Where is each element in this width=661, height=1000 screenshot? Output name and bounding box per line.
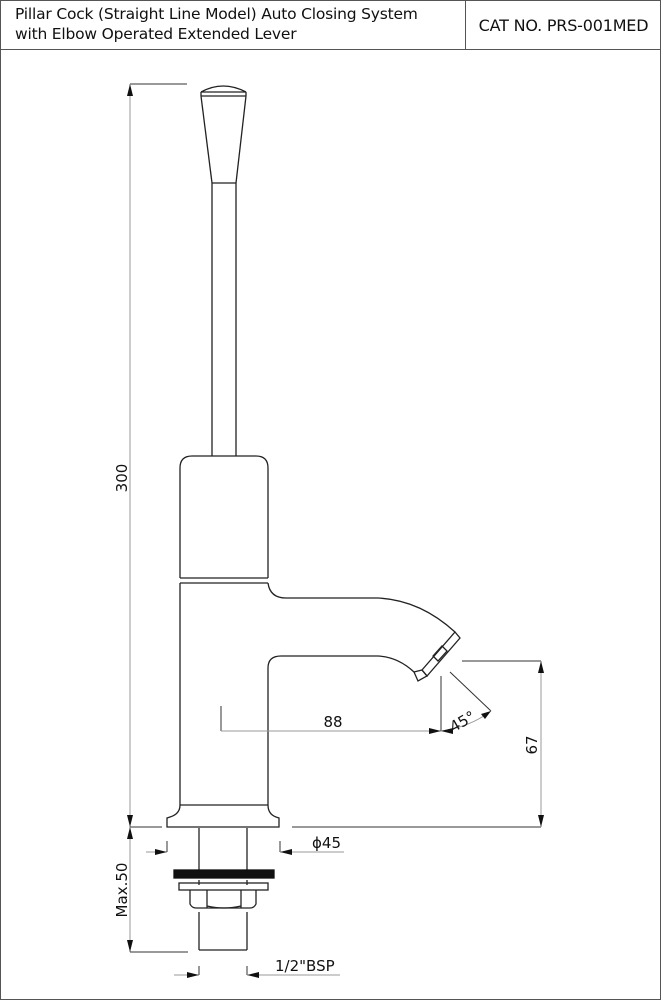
dim-base-diameter: ϕ45 <box>312 834 341 852</box>
lever-rod <box>211 183 237 456</box>
catalog-number: CAT NO. PRS-001MED <box>478 15 649 35</box>
title-line-2: with Elbow Operated Extended Lever <box>15 25 297 43</box>
shank <box>198 828 248 951</box>
dimension-arrows <box>127 84 544 978</box>
faucet-body <box>166 455 461 828</box>
dim-spout-reach: 88 <box>323 713 342 731</box>
title-line-1: Pillar Cock (Straight Line Model) Auto C… <box>15 5 418 23</box>
title-block: Pillar Cock (Straight Line Model) Auto C… <box>1 1 660 50</box>
washer <box>173 869 275 879</box>
dim-overall-height: 300 <box>113 464 131 493</box>
dim-max-shank: Max.50 <box>113 863 131 918</box>
dim-thread-size: 1/2"BSP <box>275 957 335 975</box>
flat-washer <box>178 882 269 891</box>
hex-nut <box>189 890 257 909</box>
faucet-drawing <box>166 85 461 951</box>
dim-spout-height: 67 <box>523 735 541 754</box>
lever-knob <box>200 85 247 184</box>
product-title: Pillar Cock (Straight Line Model) Auto C… <box>1 1 466 49</box>
